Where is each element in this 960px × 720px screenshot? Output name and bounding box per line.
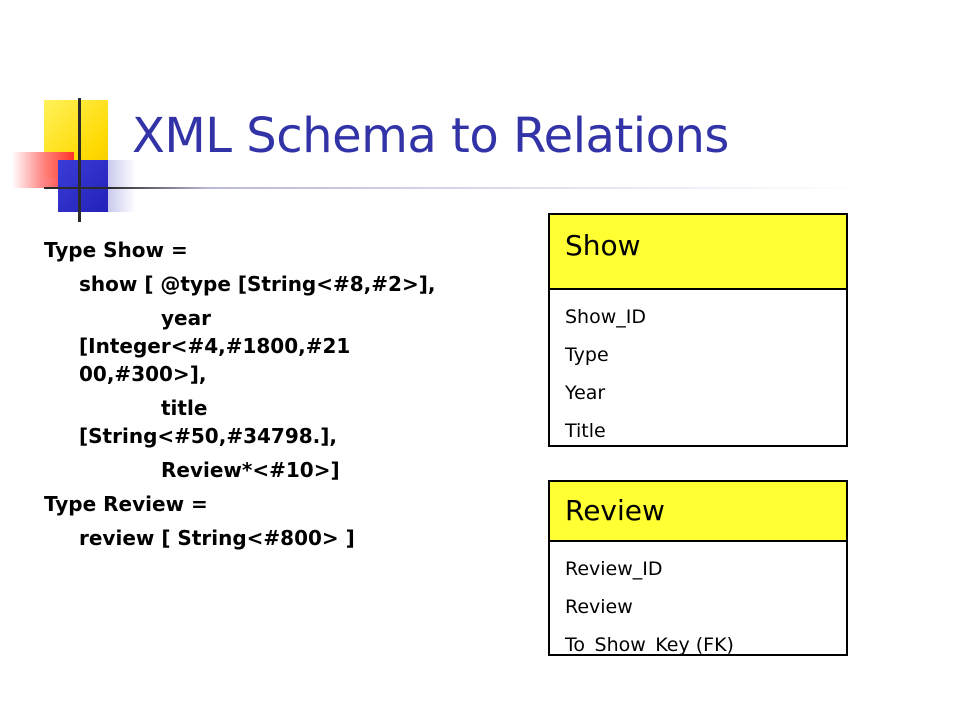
review-field: Review_ID — [565, 558, 663, 580]
show-field: Year — [565, 382, 606, 404]
schema-line-title-type: [String<#50,#34798.], — [79, 424, 337, 448]
schema-line-title: title [String<#50,#34798.], — [44, 394, 444, 450]
show-field: Show_ID — [565, 306, 647, 328]
review-field: To_Show_Key (FK) — [565, 634, 734, 656]
decorative-vertical-line — [78, 98, 81, 222]
review-table: Review Review_ID Review To_Show_Key (FK) — [548, 480, 848, 656]
decorative-blue-square — [58, 160, 108, 212]
schema-line-show-type: show [ @type [String<#8,#2>], — [79, 272, 436, 296]
schema-line-review: Review*<#10>] — [44, 456, 444, 484]
show-table-header: Show — [550, 215, 846, 290]
schema-line-title-label: title — [161, 396, 208, 420]
schema-line-year: year [Integer<#4,#1800,#21 00,#300>], — [44, 304, 444, 388]
schema-line-year-type-cont: 00,#300>], — [79, 362, 207, 386]
schema-line-year-type: [Integer<#4,#1800,#21 — [79, 334, 351, 358]
slide-title: XML Schema to Relations — [132, 108, 729, 164]
review-field: Review — [565, 596, 633, 618]
schema-definition: Type Show = show [ @type [String<#8,#2>]… — [44, 236, 444, 558]
schema-line-review-string: review [ String<#800> ] — [79, 526, 355, 550]
schema-line-review-ref: Review*<#10>] — [161, 458, 340, 482]
show-table-fields: Show_ID Type Year Title — [550, 290, 846, 450]
show-field: Type — [565, 344, 609, 366]
title-underline — [44, 187, 864, 189]
schema-line-type-review: Type Review = — [44, 492, 208, 516]
show-table: Show Show_ID Type Year Title — [548, 213, 848, 447]
show-field: Title — [565, 420, 606, 442]
decorative-blue-fade — [108, 160, 136, 212]
schema-line-type-show: Type Show = — [44, 238, 188, 262]
review-table-header: Review — [550, 482, 846, 542]
schema-line-year-label: year — [161, 306, 211, 330]
review-table-fields: Review_ID Review To_Show_Key (FK) — [550, 542, 846, 664]
